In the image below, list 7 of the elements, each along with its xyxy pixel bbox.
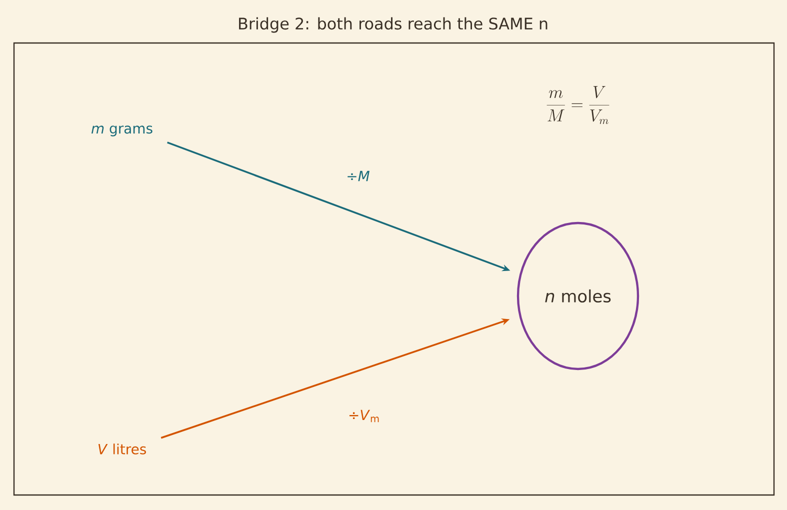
quantity-label: V litres bbox=[98, 444, 146, 454]
formula: $\frac{m}{M} = \frac{V}{V_m}$ bbox=[546, 86, 610, 124]
ellipse-node: n moles bbox=[516, 222, 640, 370]
title: Bridge 2: both roads reach the SAME n bbox=[239, 17, 548, 33]
quantity-label: m grams bbox=[92, 126, 152, 136]
edge-label: ÷M bbox=[345, 170, 371, 182]
edge-label: ÷V$_{m}$ bbox=[346, 408, 382, 424]
